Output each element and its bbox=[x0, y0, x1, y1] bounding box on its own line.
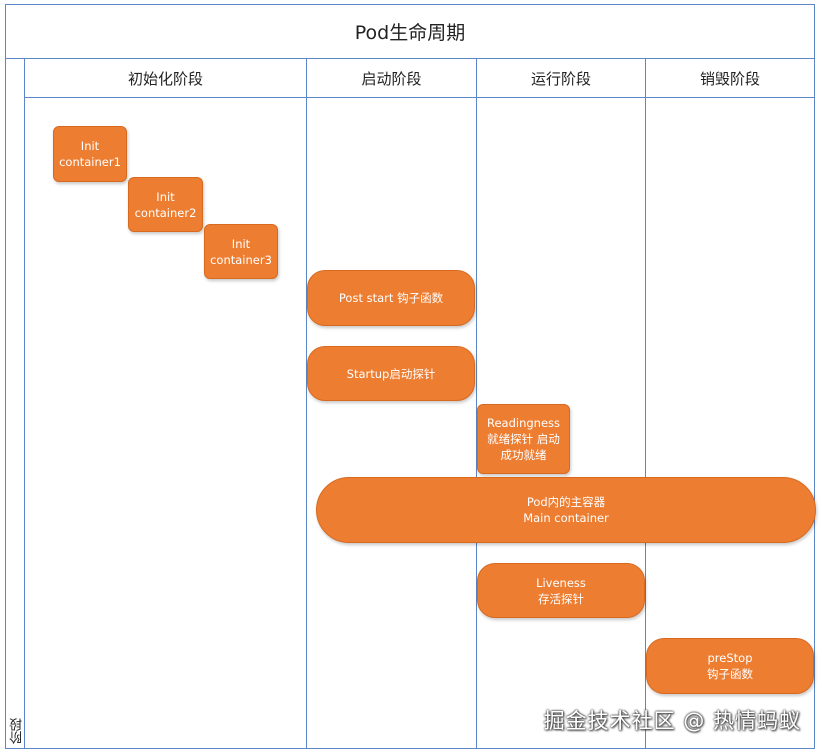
liveness-probe-line1: Liveness bbox=[536, 575, 586, 590]
readiness-probe-line3: 成功就绪 bbox=[500, 448, 547, 462]
init-container-3-line2: container3 bbox=[210, 252, 272, 267]
readiness-probe-line1: Readingness bbox=[486, 416, 561, 430]
init-container-3-line1: Init bbox=[231, 236, 251, 251]
bottom-border bbox=[25, 748, 815, 749]
lane-header-destroy: 销毁阶段 bbox=[646, 59, 815, 98]
startup-probe-label: Startup启动探针 bbox=[346, 366, 436, 381]
stage-side-column: 阶段 bbox=[5, 59, 25, 749]
init-container-1-line2: container1 bbox=[59, 155, 121, 169]
liveness-probe-box: Liveness 存活探针 bbox=[477, 563, 645, 618]
lane-header-startup: 启动阶段 bbox=[307, 59, 477, 98]
main-container-box: Pod内的主容器 Main container bbox=[316, 477, 816, 543]
lane-running bbox=[477, 98, 646, 749]
init-container-2-line2: container2 bbox=[134, 205, 197, 220]
init-container-2-line1: Init bbox=[156, 189, 175, 204]
lane-header-running: 运行阶段 bbox=[477, 59, 646, 98]
main-container-line1: Pod内的主容器 bbox=[526, 495, 606, 509]
init-container-3-box: Init container3 bbox=[204, 224, 278, 279]
lane-header-init: 初始化阶段 bbox=[25, 59, 307, 98]
readiness-probe-box: Readingness 就绪探针 启动 成功就绪 bbox=[477, 404, 570, 474]
post-start-hook-label: Post start 钩子函数 bbox=[338, 291, 444, 305]
startup-probe-box: Startup启动探针 bbox=[307, 346, 475, 401]
prestop-hook-box: preStop 钩子函数 bbox=[646, 638, 814, 694]
init-container-1-line1: Init bbox=[80, 139, 100, 153]
init-container-1-box: Init container1 bbox=[53, 126, 127, 182]
init-container-2-box: Init container2 bbox=[128, 177, 203, 232]
readiness-probe-line2: 就绪探针 启动 bbox=[487, 432, 560, 446]
post-start-hook-box: Post start 钩子函数 bbox=[307, 270, 475, 326]
lane-init bbox=[25, 98, 307, 749]
lane-startup bbox=[307, 98, 477, 749]
liveness-probe-line2: 存活探针 bbox=[538, 591, 584, 606]
diagram-title: Pod生命周期 bbox=[5, 4, 815, 59]
prestop-hook-line1: preStop bbox=[707, 651, 753, 665]
prestop-hook-line2: 钩子函数 bbox=[707, 667, 753, 681]
lane-destroy bbox=[646, 98, 815, 749]
watermark: 掘金技术社区 @ 热情蚂蚁 bbox=[543, 709, 801, 733]
main-container-line2: Main container bbox=[523, 511, 609, 525]
